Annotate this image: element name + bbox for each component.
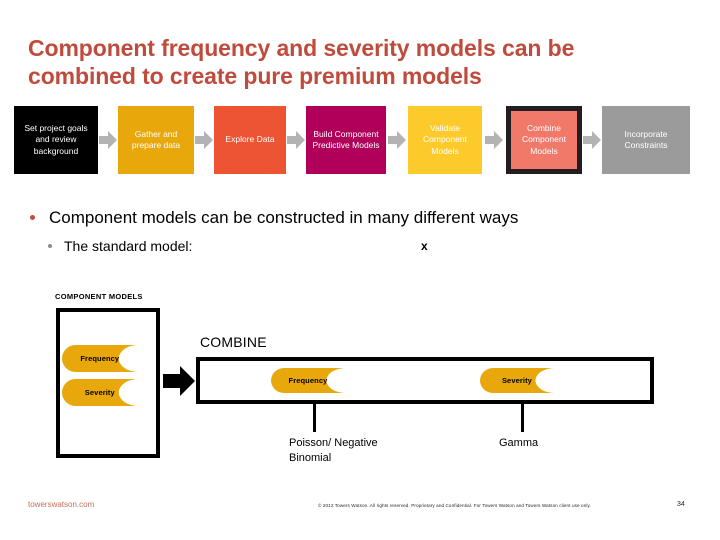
leader-line-frequency <box>313 404 316 432</box>
pill-label: Severity <box>501 376 532 385</box>
pill-frequency-combine: Frequency <box>271 368 359 393</box>
process-step-6[interactable]: Combine Component Models <box>506 106 582 174</box>
bullet-level1: Component models can be constructed in m… <box>30 208 670 228</box>
process-step-7[interactable]: Incorporate Constraints <box>602 106 690 174</box>
process-step-label: Explore Data <box>225 134 275 145</box>
process-step-label: Build Component Predictive Models <box>312 128 380 150</box>
bullet-level2: The standard model: <box>48 238 448 255</box>
process-flow-row: Set project goals and review background G… <box>14 106 706 174</box>
combine-box <box>196 357 654 404</box>
distribution-label-frequency: Poisson/ Negative Binomial <box>289 437 378 464</box>
process-step-1[interactable]: Set project goals and review background <box>14 106 98 174</box>
pill-frequency-component: Frequency <box>62 345 152 372</box>
combine-label: COMBINE <box>200 334 267 350</box>
distribution-label-severity: Gamma <box>499 437 539 449</box>
footer-copyright: © 2012 Towers Watson. All rights reserve… <box>318 503 591 508</box>
pill-severity-combine: Severity <box>480 368 568 393</box>
multiply-symbol: x <box>421 239 428 253</box>
black-right-arrow-icon <box>163 366 195 396</box>
process-step-label: Incorporate Constraints <box>624 128 668 150</box>
process-step-3[interactable]: Explore Data <box>214 106 286 174</box>
crescent-shape-icon <box>62 345 152 372</box>
process-step-label: Validate Component Models <box>423 123 467 156</box>
pill-label: Frequency <box>288 376 328 385</box>
process-arrow-icon-5 <box>485 131 503 149</box>
process-arrow-icon-2 <box>195 131 213 149</box>
bullet-dot-icon <box>30 214 35 220</box>
pill-severity-component: Severity <box>62 379 152 406</box>
process-step-label: Combine Component Models <box>522 123 566 156</box>
process-arrow-icon-3 <box>287 131 305 149</box>
pill-label: Frequency <box>80 354 120 363</box>
pill-label: Severity <box>84 388 115 397</box>
bullet-level1-text: Component models can be constructed in m… <box>49 208 519 227</box>
component-models-label: COMPONENT MODELS <box>55 292 143 301</box>
sub-bullet-dot-icon <box>48 244 52 249</box>
crescent-shape-icon <box>271 368 359 393</box>
crescent-shape-icon <box>480 368 568 393</box>
leader-line-severity <box>521 404 524 432</box>
bullet-level2-text: The standard model: <box>64 238 193 254</box>
page-title: Component frequency and severity models … <box>28 35 575 90</box>
process-step-label: Gather and prepare data <box>131 128 181 150</box>
process-arrow-icon-6 <box>583 131 601 149</box>
crescent-shape-icon <box>62 379 152 406</box>
footer-url[interactable]: towerswatson.com <box>28 500 95 509</box>
process-arrow-icon-4 <box>388 131 406 149</box>
process-step-label: Set project goals and review background <box>24 123 88 156</box>
footer-page-number: 34 <box>677 501 685 508</box>
process-step-4[interactable]: Build Component Predictive Models <box>306 106 386 174</box>
process-arrow-icon-1 <box>99 131 117 149</box>
process-step-2[interactable]: Gather and prepare data <box>118 106 194 174</box>
process-step-5[interactable]: Validate Component Models <box>408 106 482 174</box>
